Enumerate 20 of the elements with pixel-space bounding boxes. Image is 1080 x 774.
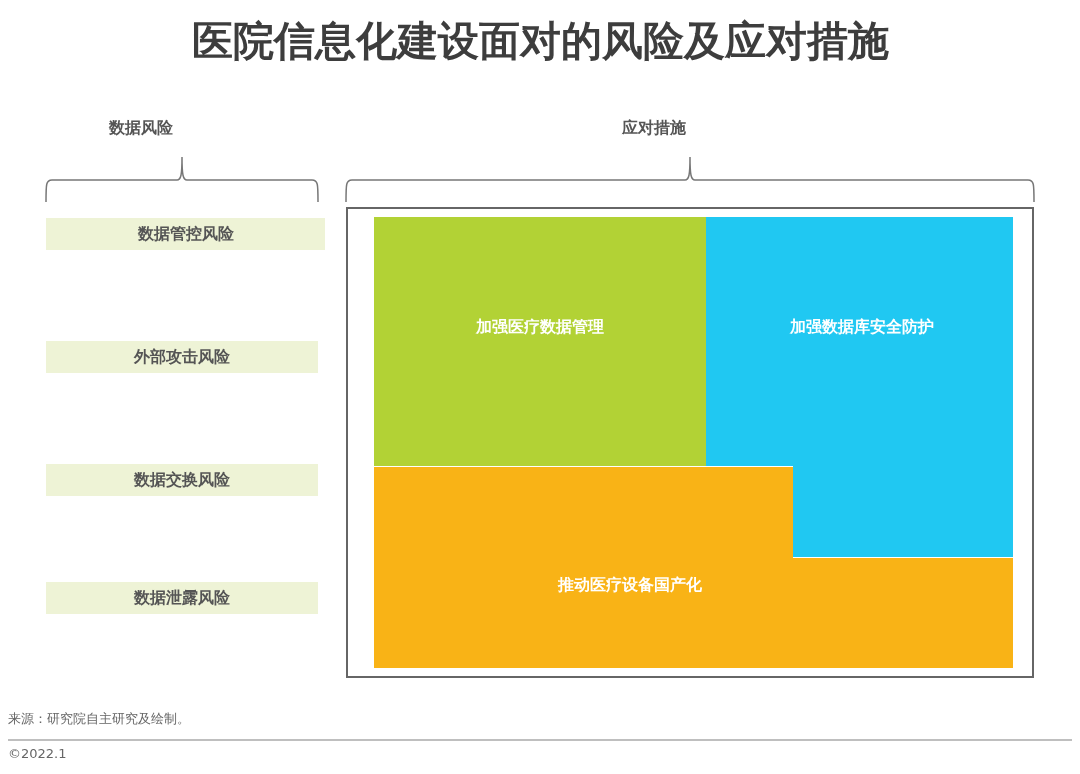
risk-label: 数据管控风险 <box>137 224 234 244</box>
measure-block <box>374 467 1013 668</box>
risk-label: 数据交换风险 <box>134 470 230 490</box>
risk-label: 外部攻击风险 <box>134 347 230 367</box>
measure-block <box>706 217 1013 557</box>
source-note: 来源：研究院自主研究及绘制。 <box>8 711 190 727</box>
frame-box <box>346 207 1034 678</box>
copyright-note: ©2022.1 <box>8 746 67 762</box>
risk-bar <box>46 341 318 373</box>
risk-bar <box>46 464 318 496</box>
column-heading: 应对措施 <box>622 118 686 138</box>
column-heading: 数据风险 <box>109 118 173 138</box>
risk-bar <box>46 218 325 250</box>
chart-title: 医院信息化建设面对的风险及应对措施 <box>191 18 889 66</box>
risk-label: 数据泄露风险 <box>134 588 230 608</box>
block-label: 加强医疗数据管理 <box>476 317 604 337</box>
block-label: 加强数据库安全防护 <box>790 317 934 337</box>
measure-block <box>374 217 706 466</box>
block-label: 推动医疗设备国产化 <box>558 575 702 595</box>
risk-bar <box>46 582 318 614</box>
